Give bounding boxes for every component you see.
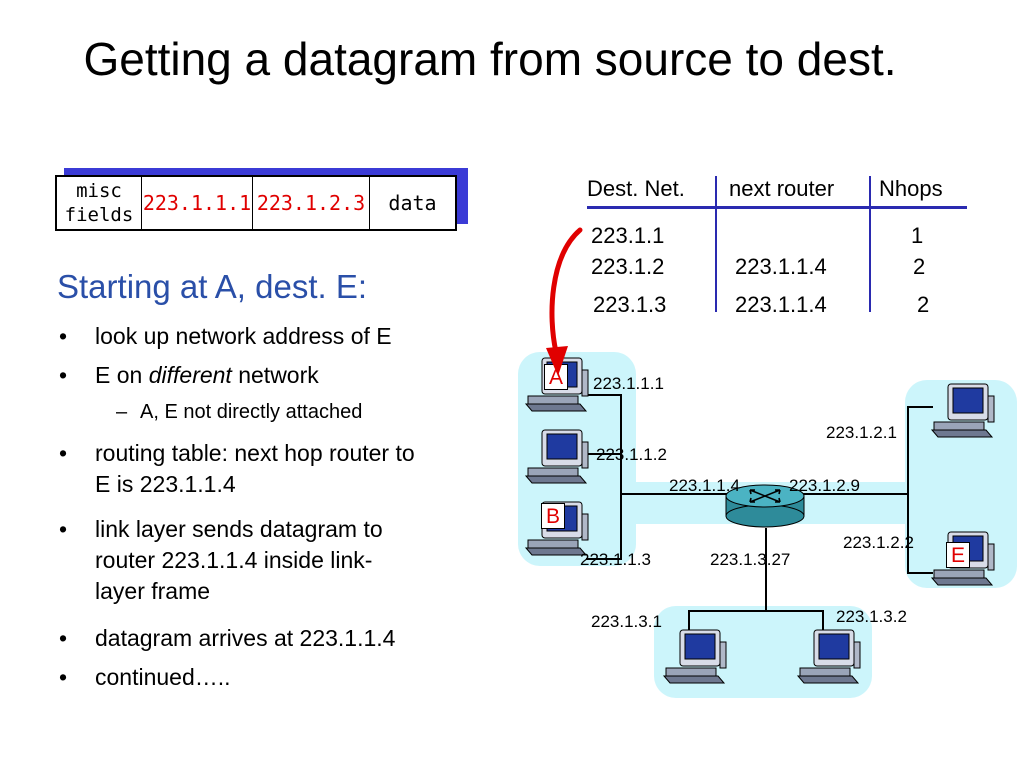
bullet-dot: •	[59, 323, 68, 349]
ip-223-1-1-3: 223.1.1.3	[580, 550, 651, 569]
rt-header-rule	[587, 206, 967, 209]
bullet-link-line3: layer frame	[95, 578, 211, 604]
rt-row2-next: 223.1.1.4	[735, 254, 827, 279]
rt-header-next-router: next router	[729, 176, 835, 201]
bullet-continued: • continued…..	[59, 662, 231, 693]
bullet-dot: •	[59, 625, 68, 651]
wire-router-lan2	[800, 493, 909, 495]
ip-223-1-3-27: 223.1.3.27	[710, 550, 791, 569]
host-223-1-1-2-computer-icon	[524, 429, 589, 484]
ip-223-1-2-2: 223.1.2.2	[843, 533, 914, 552]
bullet-dot: •	[59, 362, 68, 388]
host-label-e: E	[946, 542, 970, 568]
bullet-different-em: different	[148, 362, 232, 388]
bullet-link-layer: • link layer sends datagram to router 22…	[59, 514, 383, 607]
ip-223-1-3-1: 223.1.3.1	[591, 612, 662, 631]
bullet-routing-line2: E is 223.1.1.4	[95, 471, 236, 497]
bullet-lookup: • look up network address of E	[59, 321, 392, 352]
wire-a	[586, 394, 622, 396]
bullet-link-line2: router 223.1.1.4 inside link-	[95, 547, 373, 573]
ip-223-1-1-4: 223.1.1.4	[669, 476, 740, 495]
datagram-misc-fields: misc fields	[57, 177, 142, 229]
host-label-b: B	[541, 503, 565, 529]
section-heading: Starting at A, dest. E:	[57, 268, 368, 305]
sub-bullet-dash: –	[116, 401, 128, 423]
datagram-source-address: 223.1.1.1	[142, 177, 253, 229]
host-223-1-2-1-computer-icon	[930, 383, 995, 438]
host-223-1-3-2-computer-icon	[796, 629, 861, 684]
sub-bullet-text: A, E not directly attached	[140, 401, 363, 423]
bullet-dot: •	[59, 516, 68, 542]
datagram-header: misc fields 223.1.1.1 223.1.2.3 data	[55, 175, 457, 231]
bullet-different-post: network	[231, 362, 319, 388]
ip-223-1-3-2: 223.1.3.2	[836, 607, 907, 626]
rt-col-divider-2	[869, 176, 871, 312]
datagram-data: data	[388, 191, 437, 215]
bullet-different-pre: E on	[95, 362, 149, 388]
rt-row1-hops: 1	[911, 223, 924, 248]
lan1-bus	[620, 394, 622, 560]
wire-router-lan3	[765, 528, 767, 612]
lan2-bus	[907, 406, 909, 574]
rt-col-divider-1	[715, 176, 717, 312]
lan3-bus	[688, 610, 824, 612]
rt-row1-dest: 223.1.1	[591, 223, 665, 248]
bullet-routing-line1: routing table: next hop router to	[95, 440, 415, 466]
wire-lan1-router	[620, 493, 728, 495]
wire-h121	[907, 406, 933, 408]
datagram-dest-address: 223.1.2.3	[253, 177, 370, 229]
rt-row2-dest: 223.1.2	[591, 254, 665, 279]
bullet-arrives: • datagram arrives at 223.1.1.4	[59, 623, 396, 654]
rt-header-nhops: Nhops	[879, 176, 943, 201]
bullet-dot: •	[59, 440, 68, 466]
rt-header-dest-net: Dest. Net.	[587, 176, 685, 201]
router-icon	[725, 484, 805, 528]
ip-223-1-2-1: 223.1.2.1	[826, 423, 897, 442]
ip-223-1-1-2: 223.1.1.2	[596, 445, 667, 464]
ip-223-1-2-9: 223.1.2.9	[789, 476, 860, 495]
bullet-link-line1: link layer sends datagram to	[95, 516, 383, 542]
rt-row3-dest: 223.1.3	[593, 292, 667, 317]
wire-h112	[586, 453, 622, 455]
bullet-arrives-text: datagram arrives at 223.1.1.4	[95, 625, 396, 651]
rt-row2-hops: 2	[913, 254, 926, 279]
bullet-different-network: • E on different network	[59, 360, 319, 391]
sub-bullet-not-attached: – A, E not directly attached	[116, 401, 363, 424]
rt-row3-next: 223.1.1.4	[735, 292, 827, 317]
bullet-lookup-text: look up network address of E	[95, 323, 392, 349]
ip-223-1-1-1: 223.1.1.1	[593, 374, 664, 393]
rt-row3-hops: 2	[917, 292, 930, 317]
bullet-continued-text: continued…..	[95, 664, 231, 690]
red-arrow-icon	[546, 227, 583, 376]
wire-e	[907, 572, 933, 574]
wire-b	[586, 558, 622, 560]
bullet-routing-table: • routing table: next hop router to E is…	[59, 438, 415, 500]
wire-h31	[688, 610, 690, 638]
slide-title: Getting a datagram from source to dest.	[83, 33, 897, 85]
wire-h32	[822, 610, 824, 638]
host-223-1-3-1-computer-icon	[662, 629, 727, 684]
bullet-dot: •	[59, 664, 68, 690]
